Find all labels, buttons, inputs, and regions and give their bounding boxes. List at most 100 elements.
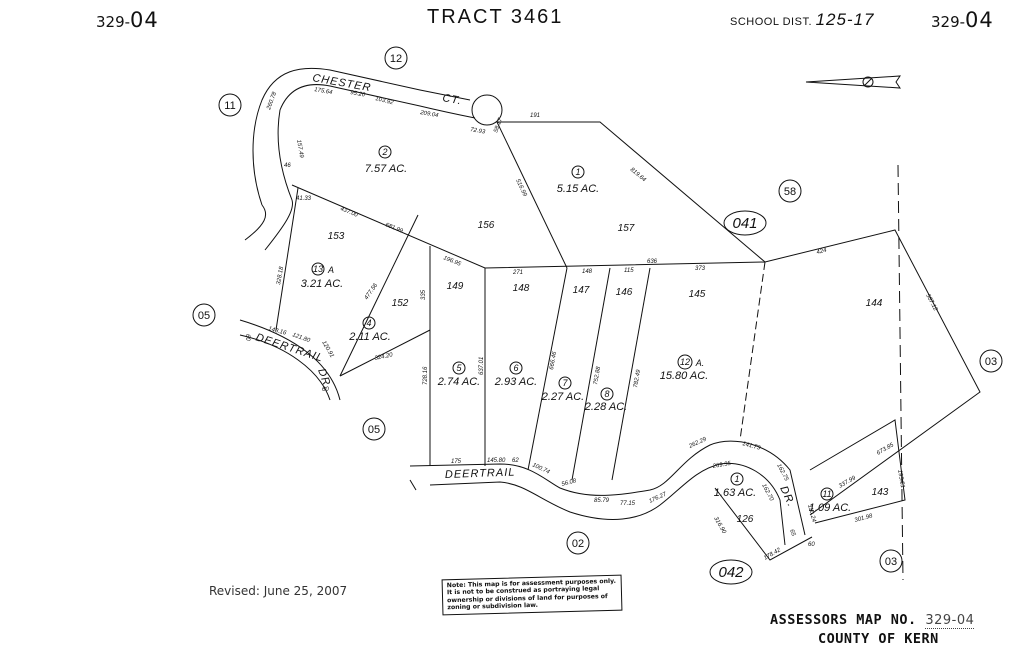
dimension-label: 110.24: [806, 504, 817, 523]
county-name: COUNTY OF KERN: [818, 631, 939, 647]
dimension-label: 145.80: [487, 458, 506, 464]
disclaimer-note: Note: This map is for assessment purpose…: [441, 574, 623, 615]
dimension-label: 260.78: [266, 91, 278, 112]
parcel-146: 146: [616, 287, 633, 298]
dimension-label: 681.99: [384, 222, 404, 235]
map-page-number-right: 329-04: [931, 8, 994, 32]
book-label-041: 041: [732, 215, 757, 232]
adjacent-page-03: 03: [885, 556, 897, 568]
acreage: 1.63 AC.: [714, 487, 756, 499]
lot-number: 5: [456, 363, 462, 373]
assessors-label: ASSESSORS MAP NO.: [770, 612, 917, 628]
dimension-label: 195.51: [896, 469, 905, 488]
acreage: 2.28 AC.: [584, 401, 627, 413]
lot-number: 6: [513, 363, 518, 373]
dimension-label: 316.90: [712, 516, 727, 535]
dimension-label: 335: [421, 289, 427, 300]
lot-number: 1: [734, 474, 739, 484]
adjacent-page-12: 12: [390, 53, 402, 65]
acreage: 2.74 AC.: [437, 376, 480, 388]
dimension-label: 85.79: [594, 498, 610, 504]
lot-number: 2: [381, 147, 387, 157]
dimension-label: 95.20: [350, 90, 366, 99]
parcel-147: 147: [573, 285, 590, 296]
acreage: 2.93 AC.: [494, 376, 537, 388]
dimension-label: 100.74: [531, 462, 551, 475]
dimension-label: 636: [647, 259, 658, 265]
dimension-label: 148: [582, 269, 593, 275]
parcel-152: 152: [392, 298, 409, 309]
dimension-label: 191: [530, 113, 540, 119]
dimension-label: 728.16: [423, 366, 429, 385]
dimension-label: 103.92: [375, 96, 395, 106]
adjacent-page-03: 02: [572, 538, 584, 550]
page-title: TRACT 3461: [427, 6, 564, 28]
lot-number: 8: [604, 389, 609, 399]
street-name-ct: CT.: [441, 92, 463, 107]
dimension-label: 424: [816, 248, 828, 256]
revised-date: Revised: June 25, 2007: [209, 584, 348, 598]
dimension-label: 175: [451, 459, 462, 465]
school-dist-label: SCHOOL DIST.: [730, 16, 812, 28]
dimension-label: 587.12: [924, 293, 938, 313]
dimension-label: 65: [788, 529, 796, 538]
parcel-126: 126: [737, 514, 754, 525]
dimension-label: 60: [322, 387, 329, 393]
dimension-label: 60: [244, 334, 250, 341]
dimension-label: 328.18: [276, 266, 285, 286]
book-label-042: 042: [718, 564, 744, 581]
dimension-label: 175.64: [314, 87, 334, 96]
adjacent-page-05: 05: [368, 424, 380, 436]
parcel-157: 157: [618, 223, 635, 234]
dimension-label: 209.04: [419, 110, 440, 119]
dimension-label: 60: [808, 542, 815, 548]
adjacent-page-11: 11: [224, 100, 235, 112]
adjacent-page-58: 58: [784, 186, 796, 198]
lot-number: 11: [822, 489, 831, 499]
school-dist-value: 125-17: [815, 10, 875, 29]
lot-number: 7: [562, 378, 568, 388]
adjacent-page-05: 05: [198, 310, 210, 322]
parcel-144: 144: [866, 298, 883, 309]
dimension-label: 176.27: [648, 491, 668, 504]
dimension-label: 819.64: [629, 167, 647, 184]
dimension-label: 41.33: [296, 196, 312, 202]
street-name-deertrail-lower: DEERTRAIL: [445, 467, 516, 481]
dimension-label: 46: [284, 163, 291, 169]
school-district: SCHOOL DIST. 125-17: [730, 10, 875, 30]
dimension-label: 271: [512, 270, 523, 276]
dimension-label: 162.75: [775, 463, 789, 483]
page-suffix: 04: [965, 8, 994, 32]
acreage: 7.57 AC.: [365, 163, 407, 175]
lot-number: 13: [313, 264, 323, 274]
dimension-label: 141.73: [741, 441, 761, 452]
dimension-label: 301.98: [854, 513, 874, 524]
dimension-label: 269.35: [711, 461, 732, 470]
dimension-label: 62: [512, 458, 519, 464]
assessors-map-number: ASSESSORS MAP NO. 329-04: [770, 612, 975, 629]
dimension-label: 157.49: [295, 139, 304, 159]
parcel-156: 156: [478, 220, 495, 231]
page-suffix: 04: [130, 8, 159, 32]
lot-suffix: A: [327, 265, 334, 275]
dimension-label: 637.01: [479, 357, 485, 375]
acreage: 2.11 AC.: [348, 331, 391, 343]
dimension-label: 148.16: [267, 326, 287, 337]
acreage: 3.21 AC.: [301, 278, 343, 290]
acreage: 1.09 AC.: [809, 502, 851, 514]
street-name-deertrail-upper: DEERTRAIL: [254, 331, 325, 364]
acreage: 2.27 AC.: [541, 391, 584, 403]
acreage: 5.15 AC.: [557, 183, 599, 195]
dimension-label: 782.49: [633, 369, 642, 389]
parcel-153: 153: [328, 231, 345, 242]
page-prefix: 329-: [931, 13, 966, 31]
dimension-label: 77.15: [620, 501, 636, 507]
parcel-148: 148: [513, 283, 530, 294]
dimension-label: 373: [695, 266, 706, 272]
map-page-number-left: 329-04: [96, 8, 159, 32]
page-prefix: 329-: [96, 13, 131, 31]
dimension-label: 72.93: [470, 127, 486, 136]
north-arrow-icon: [805, 75, 901, 89]
dimension-label: 752.88: [593, 366, 602, 386]
